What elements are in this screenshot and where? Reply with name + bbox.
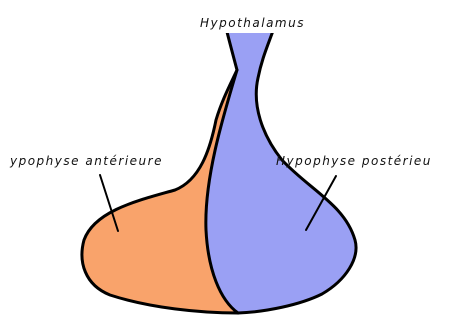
anterior-pituitary-label: ypophyse antérieure bbox=[10, 154, 163, 168]
posterior-pituitary-shape bbox=[206, 28, 356, 313]
posterior-pituitary-label: Hypophyse postérieu bbox=[276, 154, 432, 168]
hypothalamus-label: Hypothalamus bbox=[193, 13, 312, 33]
